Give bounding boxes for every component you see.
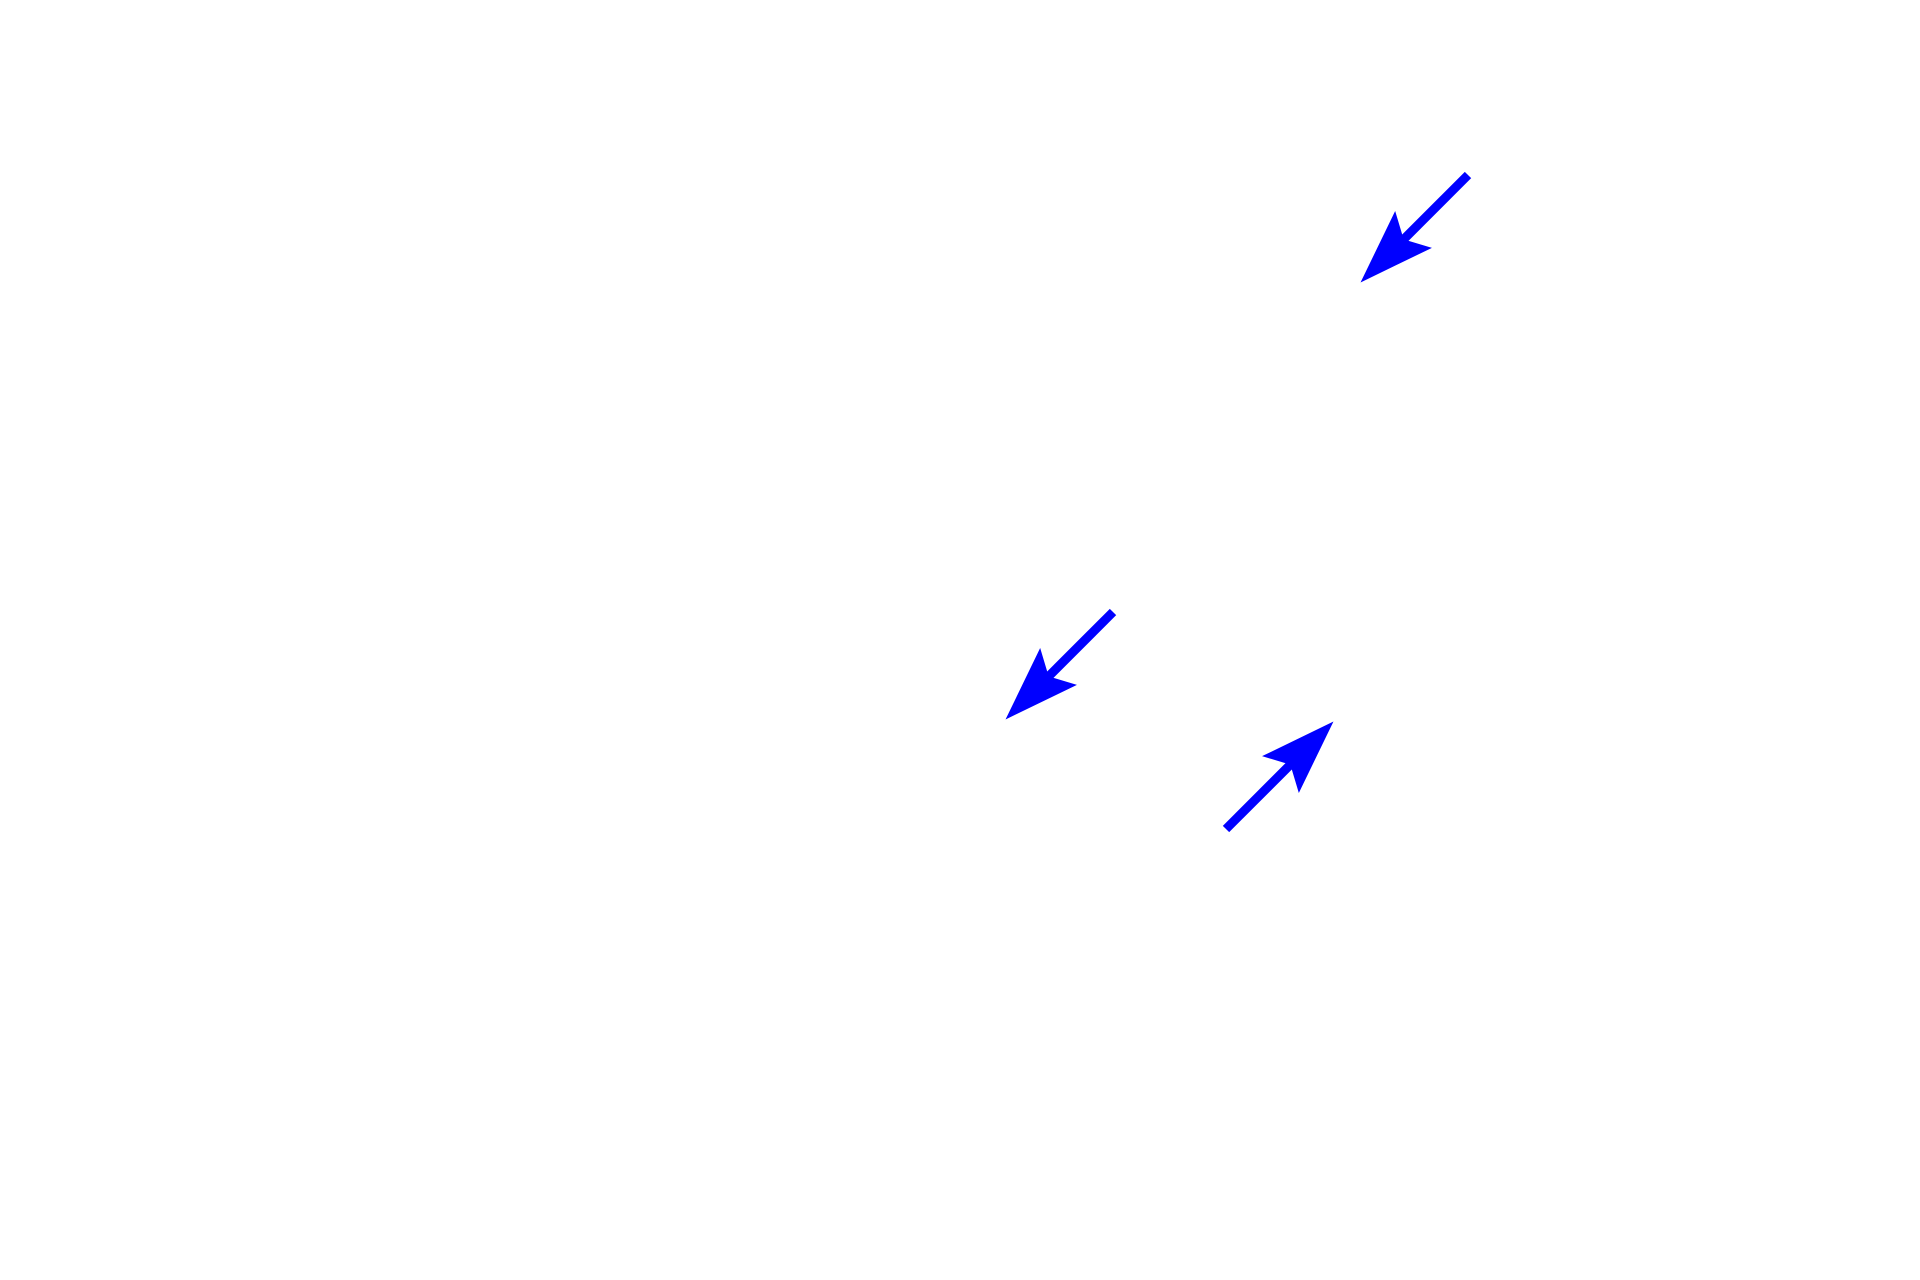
arrow-down-left-icon — [987, 593, 1132, 738]
arrow-down-left-icon — [1342, 156, 1487, 301]
arrow-up-right-icon — [1207, 703, 1352, 848]
